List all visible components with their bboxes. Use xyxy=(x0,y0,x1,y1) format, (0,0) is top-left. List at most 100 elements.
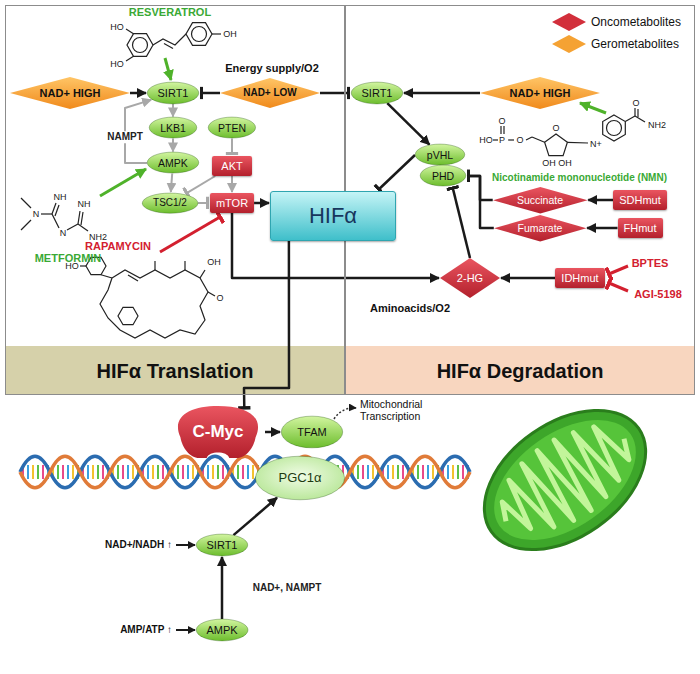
atom-label: OH xyxy=(207,257,221,267)
enzyme-box: IDHmut xyxy=(555,268,604,288)
connector xyxy=(172,104,174,116)
connector xyxy=(130,92,146,95)
atom-label: O xyxy=(498,116,505,126)
drug-label: Nicotinamide mononucleotide (NMN) xyxy=(492,172,667,184)
connector xyxy=(254,202,269,205)
input-arrow xyxy=(176,629,195,631)
transcription-factor-shape: C-Myc xyxy=(171,406,265,458)
node-label: AMPK xyxy=(206,624,237,637)
node-label: SIRT1 xyxy=(207,539,238,552)
connector xyxy=(265,431,280,434)
connector xyxy=(379,155,415,189)
connector xyxy=(172,139,174,152)
metabolite-diamond: Succinate xyxy=(493,187,588,214)
protein-ellipse: AMPK xyxy=(196,619,248,641)
connector xyxy=(233,498,276,535)
connector xyxy=(404,92,480,95)
drug-label: BPTES xyxy=(632,257,669,270)
connector xyxy=(221,557,224,619)
node-label: PGC1α xyxy=(279,471,322,486)
dotted-arrow xyxy=(334,408,356,419)
node-label: SIRT1 xyxy=(158,87,189,100)
legend-text: Gerometabolites xyxy=(591,37,679,51)
mitochondrion xyxy=(459,382,672,579)
connector xyxy=(453,188,470,258)
atom-label: HO xyxy=(65,261,79,271)
legend-row: Gerometabolites xyxy=(552,35,679,53)
drug-label: RESVERATROL xyxy=(129,6,211,19)
activation-arrow xyxy=(165,58,171,80)
protein-ellipse: PGC1α xyxy=(255,456,345,500)
panel-band xyxy=(346,346,694,394)
atom-label: O xyxy=(552,123,559,133)
metabolite-diamond: NAD+ HIGH xyxy=(480,77,600,109)
node-label: HIFα xyxy=(309,203,357,228)
node-label: PTEN xyxy=(218,122,246,134)
node-label: C-Myc xyxy=(192,422,243,442)
node-label: pVHL xyxy=(427,149,453,161)
panel-title: HIFα Degradation xyxy=(345,347,695,395)
input-label: NAD+/NADH ↑ xyxy=(105,539,172,551)
inhibition-line xyxy=(160,217,220,252)
atom-label: NH2 xyxy=(89,232,107,242)
legend-text: Oncometabolites xyxy=(591,15,681,29)
activation-arrow xyxy=(100,169,146,196)
connector xyxy=(387,103,429,144)
node-label: PHD xyxy=(432,170,454,182)
panel-title: HIFα Translation xyxy=(5,347,345,395)
node-label: LKB1 xyxy=(160,122,186,134)
protein-ellipse: PTEN xyxy=(208,117,256,138)
node-label: NAD+ HIGH xyxy=(40,87,101,100)
protein-ellipse: SIRT1 xyxy=(351,82,403,104)
metabolite-diamond: 2-HG xyxy=(440,258,500,298)
inhibition-line xyxy=(609,283,628,291)
atom-label: OH xyxy=(223,29,237,39)
atom-label: NH xyxy=(54,192,67,202)
node-label: NAD+ LOW xyxy=(243,87,297,99)
protein-ellipse: AMPK xyxy=(147,152,199,173)
enzyme-box: mTOR xyxy=(210,193,254,213)
hif-box: HIFα xyxy=(270,191,396,241)
resveratrol-structure xyxy=(126,23,221,61)
node-label: FHmut xyxy=(624,222,657,235)
legend-row: Oncometabolites xyxy=(552,13,681,31)
legend-swatch-frame xyxy=(552,13,586,31)
atom-label: OH xyxy=(542,158,556,168)
connector xyxy=(187,176,216,193)
connector xyxy=(198,202,207,204)
connector-label: NAMPT xyxy=(105,131,145,143)
note: Aminoacids/O2 xyxy=(370,302,450,315)
inhibition-line xyxy=(609,266,628,274)
protein-ellipse: TSC1/2 xyxy=(142,193,198,213)
enzyme-box: SDHmut xyxy=(613,190,667,210)
protein-ellipse: TFAM xyxy=(281,416,343,448)
connector xyxy=(231,139,233,154)
nmn-structure xyxy=(493,108,645,156)
node-label: mTOR xyxy=(216,197,248,210)
node-label: IDHmut xyxy=(561,272,598,285)
legend-swatch xyxy=(552,13,586,31)
legend-swatch xyxy=(552,35,586,53)
node-label: NAD+ HIGH xyxy=(510,87,571,100)
atom-label: O xyxy=(632,98,639,108)
input-label: AMP/ATP ↑ xyxy=(120,624,172,636)
atom-label: N xyxy=(33,209,40,219)
atom-label: HO xyxy=(110,22,124,32)
node-label: SIRT1 xyxy=(362,87,393,100)
connector-label: NAD+, NAMPT xyxy=(251,582,324,594)
atom-label: P xyxy=(499,135,505,145)
rapamycin-structure xyxy=(80,257,215,338)
connector xyxy=(320,92,349,95)
metabolite-diamond: Fumarate xyxy=(494,215,586,242)
node-label: TFAM xyxy=(297,426,326,439)
connector xyxy=(171,174,172,192)
connector xyxy=(587,227,617,230)
note: Mitochondrial Transcription xyxy=(360,398,442,422)
atom-label: OH xyxy=(558,158,572,168)
atom-label: N xyxy=(60,228,67,238)
metabolite-diamond: NAD+ LOW xyxy=(220,78,320,108)
note: Energy supply/O2 xyxy=(225,62,319,75)
